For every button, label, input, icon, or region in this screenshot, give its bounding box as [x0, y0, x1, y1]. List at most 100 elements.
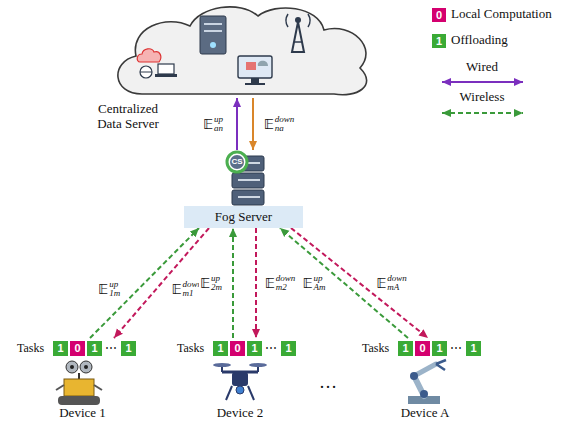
- robot-icon: [58, 396, 100, 405]
- legend-swatch-number: 0: [436, 10, 442, 21]
- task-label: 1: [466, 341, 481, 356]
- math-symbol: 𝔼: [376, 275, 386, 291]
- cloud-illustration: [137, 49, 161, 62]
- legend-text: Local Computation: [451, 7, 552, 21]
- cloud-illustration: [292, 22, 304, 52]
- wired-link: [236, 98, 238, 150]
- robot-icon: [80, 361, 92, 373]
- subscript: 2m: [211, 283, 222, 292]
- cloud-illustration: [294, 41, 302, 43]
- robot-icon: [66, 361, 78, 373]
- edge-label: 𝔼upan: [202, 115, 224, 133]
- cloud-illustration: [155, 74, 177, 77]
- task-label: 0: [230, 341, 245, 356]
- superscript: up: [314, 274, 326, 283]
- drone-icon: [249, 363, 267, 367]
- task-square: 1: [213, 341, 228, 356]
- task-square: 0: [230, 341, 245, 356]
- cloud-node: Centralized Data Server: [115, 2, 370, 98]
- edge-label: 𝔼upAm: [301, 274, 326, 292]
- superscript: down: [276, 274, 296, 283]
- wireless-link: [255, 228, 257, 338]
- task-square: 1: [466, 341, 481, 356]
- robot-icon: [64, 379, 94, 396]
- subscript: na: [275, 124, 295, 133]
- tasks-label: Tasks: [17, 341, 44, 356]
- math-symbol: 𝔼: [203, 116, 213, 132]
- math-scripts: downmA: [387, 274, 407, 292]
- cloud-illustration: [246, 62, 256, 70]
- robot-arm-icon: [436, 360, 446, 370]
- math-symbol: 𝔼: [264, 116, 274, 132]
- wired-link: [252, 98, 254, 150]
- cloud-illustration: [140, 72, 152, 73]
- task-square: 1: [121, 341, 136, 356]
- task-label: 1: [121, 341, 136, 356]
- edge-label: 𝔼up2m: [199, 274, 223, 292]
- robot-icon: [56, 361, 102, 405]
- math-symbol: 𝔼: [171, 281, 181, 297]
- math-symbol: 𝔼: [265, 275, 275, 291]
- drone-icon: [248, 386, 254, 400]
- cloud-illustration: [210, 42, 216, 48]
- drone-icon: [226, 386, 232, 400]
- cloud-illustration: [251, 78, 259, 83]
- ellipsis: ⋯: [265, 342, 277, 354]
- wireless-link: [280, 228, 408, 338]
- drone-icon: [232, 372, 248, 386]
- cloud-illustration: [200, 16, 226, 54]
- task-label: 1: [398, 341, 413, 356]
- server-icon: [232, 173, 264, 188]
- cloud-illustration: [204, 30, 222, 32]
- math-scripts: upan: [214, 115, 223, 133]
- tasks-label: Tasks: [177, 341, 204, 356]
- robot-icon: [70, 365, 74, 369]
- superscript: up: [214, 115, 223, 124]
- subscript: 1m: [109, 289, 120, 298]
- robot-icon: [56, 385, 64, 390]
- cloud-illustration: [295, 17, 301, 23]
- cloud-illustration: [118, 7, 367, 95]
- task-square: 1: [398, 341, 413, 356]
- drone-icon: [236, 386, 244, 394]
- cloud-illustration: [286, 14, 310, 27]
- edge-label: 𝔼downmA: [375, 274, 408, 292]
- edge-label: 𝔼up1m: [97, 279, 121, 297]
- wireless-link: [291, 228, 428, 338]
- fog-label: Fog Server: [184, 206, 303, 228]
- edge-label: 𝔼downna: [263, 115, 296, 133]
- device-name: Device 1: [15, 406, 150, 421]
- subscript: m2: [276, 283, 296, 292]
- tasks-label: Tasks: [362, 341, 389, 356]
- task-label: 1: [281, 341, 296, 356]
- math-symbol: 𝔼: [98, 281, 108, 297]
- task-label: 1: [53, 341, 68, 356]
- superscript: down: [387, 274, 407, 283]
- subscript: an: [214, 124, 223, 133]
- task-square: 0: [415, 341, 430, 356]
- superscript: down: [275, 115, 295, 124]
- server-caption: Centralized Data Server: [85, 102, 171, 132]
- server-icon: [227, 152, 247, 172]
- math-symbol: 𝔼: [302, 275, 312, 291]
- cloud-illustration: [258, 61, 268, 66]
- math-scripts: up1m: [109, 280, 120, 298]
- connectors: [90, 98, 428, 338]
- task-label: 1: [432, 341, 447, 356]
- ellipsis: ⋯: [450, 342, 462, 354]
- legend-text: Offloading: [451, 33, 508, 47]
- math-scripts: up2m: [211, 274, 222, 292]
- cloud-illustration: [238, 56, 272, 78]
- wireless-link: [232, 228, 234, 338]
- ellipsis: ⋯: [105, 342, 117, 354]
- legend-text: Wired: [437, 60, 527, 74]
- task-label: 1: [247, 341, 262, 356]
- robot-arm-icon: [408, 360, 446, 404]
- device-name: Device 2: [175, 406, 305, 421]
- superscript: up: [211, 274, 222, 283]
- robot-icon: [84, 365, 88, 369]
- device-name: Device A: [360, 406, 490, 421]
- cloud-illustration: [245, 83, 265, 85]
- server-icon: [230, 155, 244, 169]
